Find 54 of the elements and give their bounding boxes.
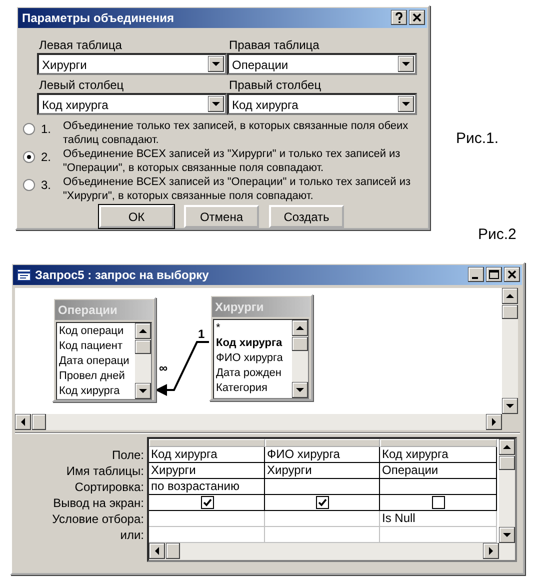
field-label: Левый столбец — [39, 78, 124, 92]
table-header: Хирурги — [215, 300, 264, 314]
grid-cell: Is Null — [380, 511, 497, 527]
row-label: или: — [119, 528, 144, 542]
grid-cell: Хирурги — [149, 463, 265, 479]
create-button: Создать — [269, 205, 344, 228]
option-number: 1. — [41, 122, 52, 136]
field-name: Код хирурга — [59, 384, 120, 398]
window-title: Запрос5 : запрос на выборку — [35, 268, 209, 282]
field-name: Дата рожден — [216, 366, 282, 380]
window-title: Параметры объединения — [22, 11, 174, 25]
option-number: 3. — [41, 178, 52, 192]
relationship-line — [155, 341, 209, 396]
dropdown-field: Код хирурга — [227, 93, 417, 115]
grid-cell: Хирурги — [265, 463, 380, 479]
field-name: Дата операци — [59, 354, 130, 368]
field-name: Категория — [216, 381, 268, 395]
row-label: Имя таблицы: — [65, 464, 144, 478]
field-name: Код хирурга — [216, 336, 282, 350]
option-text: Объединение ВСЕХ записей из "Операции" и только тех записей из "Хирурги", в которых связанные поля совпадают. — [63, 175, 412, 203]
row-label: Сортировка: — [74, 480, 144, 494]
cancel-button: Отмена — [184, 205, 259, 228]
figure-caption: Рис.1. — [456, 130, 499, 148]
table-box — [209, 294, 313, 401]
field-label: Правая таблица — [229, 38, 320, 52]
field-name: Провел дней — [59, 369, 125, 383]
option-number: 2. — [41, 150, 52, 164]
field-label: Правый столбец — [229, 78, 322, 92]
row-label: Поле: — [110, 448, 144, 462]
option-text: Объединение ВСЕХ записей из "Хирурги" и только тех записей из "Операции", в которых связанные поля совпадают. — [63, 147, 402, 175]
dialog-window — [15, 5, 430, 230]
grid-cell: ФИО хирурга — [265, 447, 380, 463]
dropdown-field: Код хирурга — [37, 93, 227, 115]
grid-cell: Код хирурга — [149, 447, 265, 463]
ok-button: ОК — [99, 205, 174, 228]
table-box — [52, 297, 156, 402]
dropdown-field: Хирурги — [37, 53, 227, 75]
field-name: ФИО хирурга — [216, 351, 283, 365]
cardinality-label: 1 — [198, 327, 205, 341]
dialog-window — [10, 262, 525, 575]
row-label: Условие отбора: — [51, 512, 144, 526]
field-name: Код операци — [59, 324, 124, 338]
field-name: Код пациент — [59, 339, 123, 353]
field-name: * — [216, 321, 220, 335]
grid-cell: Операции — [380, 463, 497, 479]
grid-cell: по возрастанию — [149, 479, 265, 495]
option-text: Объединение только тех записей, в которых связанные поля обеих таблиц совпадают. — [63, 119, 410, 147]
dropdown-field: Операции — [227, 53, 417, 75]
cardinality-label: ∞ — [159, 361, 168, 375]
row-label: Вывод на экран: — [52, 496, 144, 510]
grid-cell: Код хирурга — [380, 447, 497, 463]
field-label: Левая таблица — [39, 38, 122, 52]
figure-caption: Рис.2 — [478, 226, 516, 244]
table-header: Операции — [58, 303, 118, 317]
